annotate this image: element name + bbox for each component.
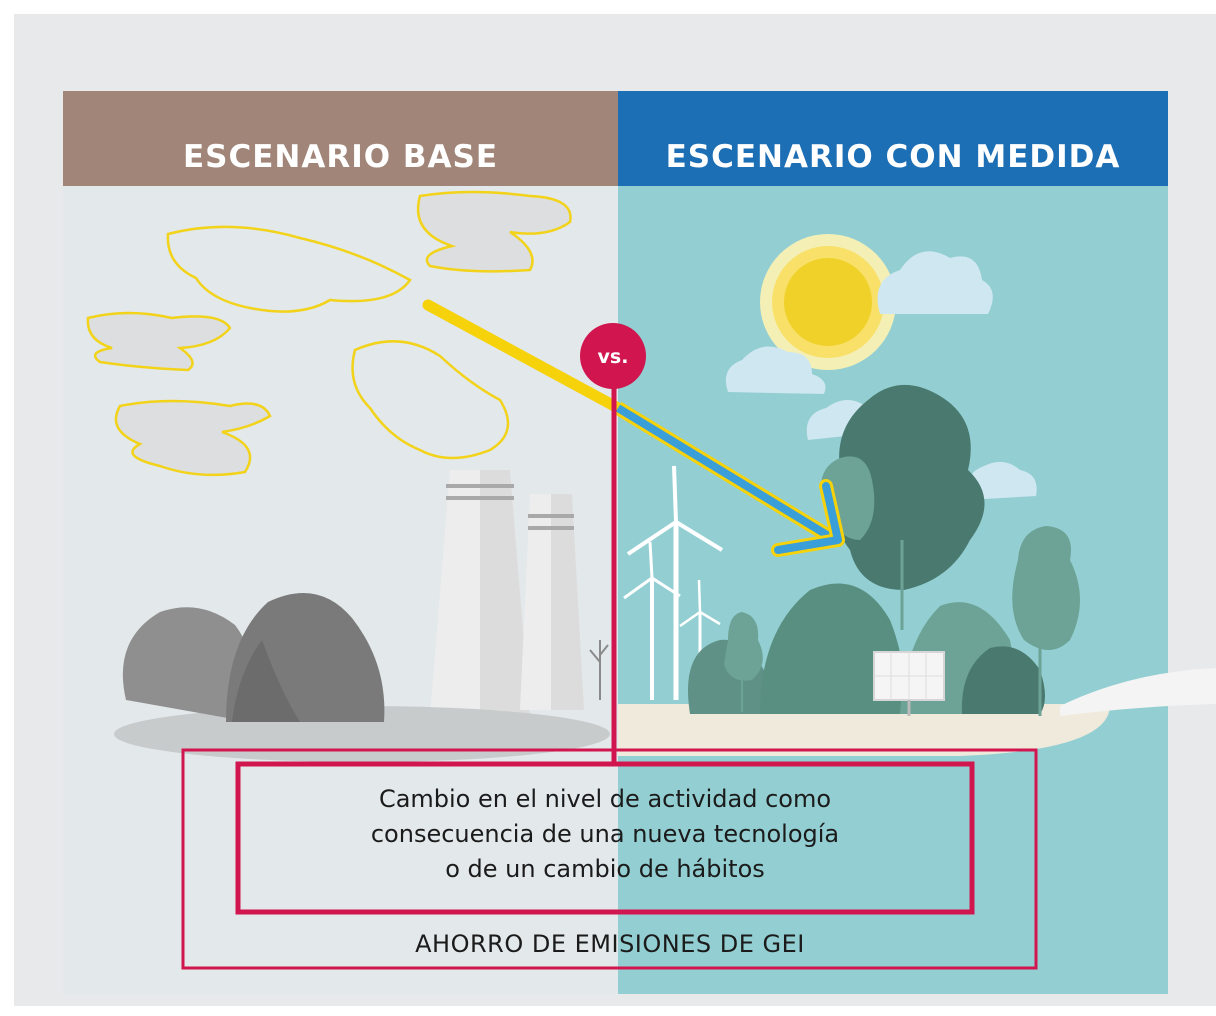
measure-scenario-title: ESCENARIO CON MEDIDA bbox=[665, 139, 1121, 175]
measure-ground bbox=[618, 704, 1111, 756]
emission-reduction-arrow bbox=[422, 299, 845, 557]
power-plant-chimneys bbox=[430, 470, 584, 716]
base-header-bar bbox=[63, 91, 618, 186]
base-scenario-title: ESCENARIO BASE bbox=[182, 139, 499, 175]
measure-header-bar bbox=[618, 91, 1168, 186]
sun-icon bbox=[760, 234, 896, 370]
wind-turbines-icon bbox=[623, 465, 724, 700]
smoke-clouds bbox=[86, 190, 572, 477]
solar-panel-icon bbox=[873, 651, 945, 716]
divider-line bbox=[580, 323, 646, 762]
description-line-3: o de un cambio de hábitos bbox=[445, 855, 765, 883]
description-line-1: Cambio en el nivel de actividad como bbox=[378, 785, 832, 813]
description-line-2: consecuencia de una nueva tecnología bbox=[370, 820, 840, 848]
ghg-savings-label: AHORRO DE EMISIONES DE GEI bbox=[415, 930, 805, 958]
white-ground-patch bbox=[1060, 668, 1216, 716]
coal-heaps bbox=[122, 593, 385, 722]
bare-tree-icon bbox=[589, 640, 609, 700]
activity-change-description: Cambio en el nivel de actividad como con… bbox=[238, 782, 972, 887]
description-frame bbox=[235, 761, 975, 915]
savings-frame bbox=[181, 748, 1038, 970]
versus-badge: vs. bbox=[597, 346, 629, 368]
